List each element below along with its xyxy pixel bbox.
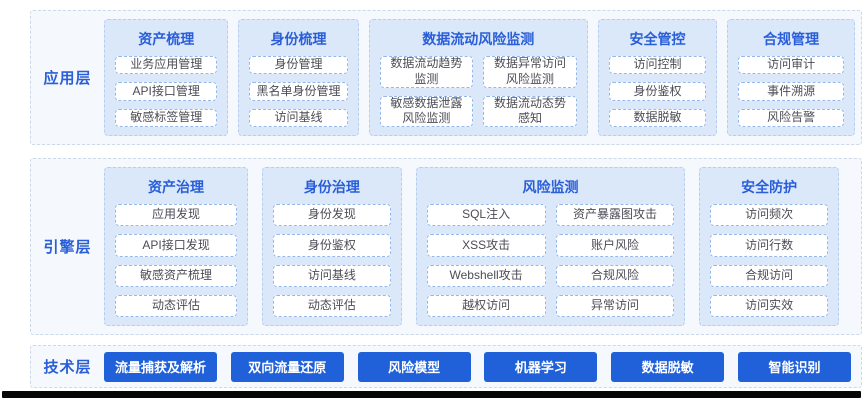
group-identity-inventory: 身份梳理 身份管理 黑名单身份管理 访问基线 xyxy=(238,19,359,136)
diagram-box: API接口管理 xyxy=(115,82,218,101)
diagram-box: 身份管理 xyxy=(249,56,348,75)
diagram-box: 动态评估 xyxy=(115,294,238,317)
diagram-box: 越权访问 xyxy=(426,294,546,317)
diagram-box: 身份鉴权 xyxy=(608,82,707,101)
btn-data-masking: 数据脱敏 xyxy=(611,351,725,382)
diagram-box: 应用发现 xyxy=(115,204,238,227)
diagram-box: 访问实效 xyxy=(710,294,828,317)
layer-technology-label: 技术层 xyxy=(43,359,92,376)
group-data-flow-risk-monitoring: 数据流动风险监测 数据流动趋势监测 数据异常访问风险监测 敏感数据泄露风险监测 … xyxy=(368,19,588,136)
diagram-box: 合规访问 xyxy=(710,264,828,287)
diagram-box: 动态评估 xyxy=(273,294,391,317)
diagram-box: 访问频次 xyxy=(710,204,828,227)
layer-engine: 引擎层 资产治理 应用发现 API接口发现 敏感资产梳理 动态评估 身份治理 身… xyxy=(30,158,862,335)
group-title: 资产梳理 xyxy=(138,31,195,47)
diagram-box: 敏感资产梳理 xyxy=(115,264,238,287)
layer-technology: 技术层 流量捕获及解析 双向流量还原 风险模型 机器学习 数据脱敏 智能识别 xyxy=(30,345,862,388)
technology-buttons: 流量捕获及解析 双向流量还原 风险模型 机器学习 数据脱敏 智能识别 xyxy=(104,346,861,387)
diagram-box: 异常访问 xyxy=(555,294,675,317)
group-identity-governance: 身份治理 身份发现 身份鉴权 访问基线 动态评估 xyxy=(262,167,402,326)
diagram-box: 敏感数据泄露风险监测 xyxy=(379,95,474,127)
group-security-protection: 安全防护 访问频次 访问行数 合规访问 访问实效 xyxy=(699,167,839,326)
btn-intelligent-recognition: 智能识别 xyxy=(737,351,851,382)
layer-application-label: 应用层 xyxy=(43,70,92,87)
group-title: 身份梳理 xyxy=(270,31,327,47)
diagram-box: 资产暴露图攻击 xyxy=(555,204,675,227)
diagram-box: 业务应用管理 xyxy=(115,56,218,75)
diagram-box: 数据流动趋势监测 xyxy=(379,56,474,88)
group-title: 安全防护 xyxy=(741,179,798,195)
diagram-box: 黑名单身份管理 xyxy=(249,82,348,101)
btn-machine-learning: 机器学习 xyxy=(484,351,598,382)
group-title: 身份治理 xyxy=(303,179,360,195)
diagram-box: 事件溯源 xyxy=(738,82,844,101)
diagram-box: 访问控制 xyxy=(608,56,707,75)
diagram-box: 账户风险 xyxy=(555,234,675,257)
application-groups: 资产梳理 业务应用管理 API接口管理 敏感标签管理 身份梳理 身份管理 黑名单… xyxy=(104,11,861,144)
group-compliance-management: 合规管理 访问审计 事件溯源 风险告警 xyxy=(727,19,855,136)
diagram-box: 数据脱敏 xyxy=(608,108,707,127)
engine-groups: 资产治理 应用发现 API接口发现 敏感资产梳理 动态评估 身份治理 身份发现 … xyxy=(104,159,861,334)
diagram-box: 访问基线 xyxy=(273,264,391,287)
layer-engine-label: 引擎层 xyxy=(43,239,92,256)
diagram-box: 身份发现 xyxy=(273,204,391,227)
diagram-box: 敏感标签管理 xyxy=(115,108,218,127)
group-title: 合规管理 xyxy=(763,31,820,47)
btn-bidirectional-traffic-restore: 双向流量还原 xyxy=(230,351,344,382)
diagram-box: SQL注入 xyxy=(426,204,546,227)
diagram-box: 访问审计 xyxy=(738,56,844,75)
group-risk-monitoring: 风险监测 SQL注入 资产暴露图攻击 XSS攻击 账户风险 Webshell攻击… xyxy=(415,167,686,326)
diagram-box: 访问行数 xyxy=(710,234,828,257)
diagram-box: 数据流动态势感知 xyxy=(483,95,577,127)
btn-risk-model: 风险模型 xyxy=(357,351,471,382)
diagram-box: API接口发现 xyxy=(115,234,238,257)
diagram-box: 风险告警 xyxy=(738,108,844,127)
diagram-box: XSS攻击 xyxy=(426,234,546,257)
group-title: 安全管控 xyxy=(629,31,686,47)
group-title: 风险监测 xyxy=(522,179,579,195)
diagram-box: 合规风险 xyxy=(555,264,675,287)
bottom-divider-bar xyxy=(2,391,861,398)
group-asset-governance: 资产治理 应用发现 API接口发现 敏感资产梳理 动态评估 xyxy=(104,167,249,326)
group-title: 资产治理 xyxy=(148,179,205,195)
diagram-box: 身份鉴权 xyxy=(273,234,391,257)
group-title: 数据流动风险监测 xyxy=(422,31,535,47)
group-asset-inventory: 资产梳理 业务应用管理 API接口管理 敏感标签管理 xyxy=(104,19,229,136)
group-security-control: 安全管控 访问控制 身份鉴权 数据脱敏 xyxy=(597,19,718,136)
layer-application: 应用层 资产梳理 业务应用管理 API接口管理 敏感标签管理 身份梳理 身份管理… xyxy=(30,10,862,145)
diagram-box: 数据异常访问风险监测 xyxy=(483,56,577,88)
diagram-box: 访问基线 xyxy=(249,108,348,127)
diagram-box: Webshell攻击 xyxy=(426,264,546,287)
btn-traffic-capture-parsing: 流量捕获及解析 xyxy=(104,351,217,382)
